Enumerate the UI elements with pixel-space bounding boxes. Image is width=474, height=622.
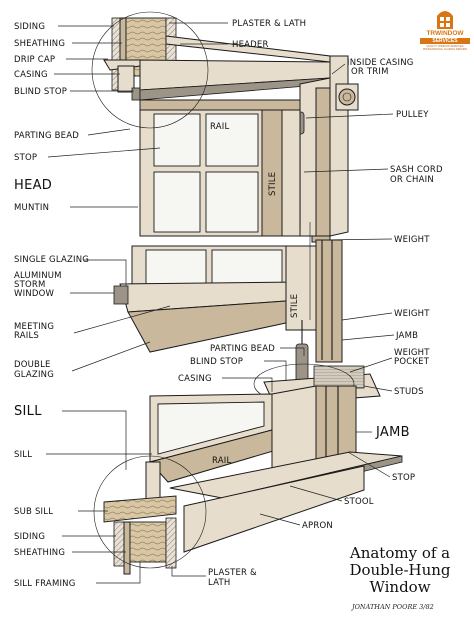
label-meeting-rails-2: RAILS (14, 331, 39, 341)
sill-framing-part (129, 521, 167, 563)
sill-assembly (93, 385, 403, 575)
rosette (338, 88, 356, 106)
apron-part (183, 465, 365, 553)
label-weight-pocket-2: POCKET (394, 357, 430, 367)
label-sill-small: SILL (14, 450, 32, 460)
label-stile-mid: STILE (290, 294, 300, 318)
label-pulley: PULLEY (396, 110, 429, 120)
label-meeting-rails: MEETING (14, 322, 54, 332)
label-inside-casing-2: OR TRIM (351, 67, 389, 77)
artist-signature: JONATHAN POORE 3/82 (352, 603, 434, 611)
label-apron: APRON (302, 521, 333, 531)
logo-tagline: QUALITY WINDOW SERVICES PROFESSIONAL GLA… (422, 45, 468, 51)
label-muntin: MUNTIN (14, 203, 49, 213)
label-aluminum-storm: ALUMINUM (14, 271, 62, 281)
labels: SIDING SHEATHING DRIP CAP CASING BLIND S… (14, 19, 443, 589)
upper-sash-rail (139, 99, 301, 111)
label-plaster-lath-bottom: PLASTER & (208, 568, 257, 578)
label-casing-top: CASING (14, 70, 48, 80)
label-rail-top: RAIL (210, 122, 229, 132)
label-plaster-lath-bottom-2: LATH (208, 578, 230, 588)
mid-pane-2 (211, 249, 283, 285)
label-sub-sill: SUB SILL (14, 507, 53, 517)
upper-pane-4 (205, 171, 259, 233)
label-sash-cord: SASH CORD (390, 165, 443, 175)
meeting-rail-assembly (113, 222, 343, 363)
head-assembly (91, 11, 359, 243)
window-logo-icon (437, 11, 453, 29)
label-jamb-small: JAMB (395, 331, 418, 341)
label-sill-framing: SILL FRAMING (14, 579, 76, 589)
label-double-glazing-2: GLAZING (14, 370, 54, 380)
mid-pane-1 (145, 249, 207, 285)
casing-top-part (117, 65, 135, 93)
label-head: HEAD (14, 178, 52, 193)
label-drip-cap: DRIP CAP (14, 55, 55, 65)
label-sheathing-top: SHEATHING (14, 39, 65, 49)
diagram-title: Anatomy of a Double-Hung Window (330, 545, 470, 596)
head-detail-circle (91, 11, 209, 129)
siding-bottom-layer (113, 521, 125, 567)
inside-casing-part (329, 55, 349, 237)
title-line-1: Anatomy of a (349, 544, 451, 562)
upper-pane-2 (205, 113, 259, 167)
title-line-3: Window (369, 578, 431, 596)
label-weight-mid: WEIGHT (394, 309, 430, 319)
label-siding-top: SIDING (14, 22, 45, 32)
upper-pane-1 (153, 113, 201, 167)
plaster-lath-bottom-layer (165, 517, 177, 569)
label-sill: SILL (14, 404, 42, 419)
blind-stop-top-part (131, 87, 141, 101)
label-blind-stop-top: BLIND STOP (14, 87, 67, 97)
label-stile-top: STILE (268, 172, 278, 196)
label-single-glazing: SINGLE GLAZING (14, 255, 89, 265)
label-siding-bottom: SIDING (14, 532, 45, 542)
label-plaster-lath-top: PLASTER & LATH (232, 19, 306, 29)
label-stop: STOP (14, 153, 37, 163)
label-stop-bottom: STOP (392, 473, 415, 483)
label-double-glazing: DOUBLE (14, 360, 51, 370)
label-sheathing-bottom: SHEATHING (14, 548, 65, 558)
label-header: HEADER (232, 40, 269, 50)
label-jamb-big: JAMB (375, 425, 410, 440)
side-jamb-mid (315, 239, 343, 363)
label-sash-cord-2: OR CHAIN (390, 175, 434, 185)
rosette-inner (342, 92, 352, 102)
label-studs: STUDS (394, 387, 424, 397)
sill-detail-circle (93, 455, 207, 569)
label-rail-bottom: RAIL (212, 456, 231, 466)
label-stool: STOOL (344, 497, 374, 507)
label-weight-top: WEIGHT (394, 235, 430, 245)
company-logo: TRWINDOW SERVICES QUALITY WINDOW SERVICE… (420, 8, 470, 51)
logo-sub: SERVICES (420, 38, 470, 44)
title-line-2: Double-Hung (349, 561, 451, 579)
inside-stop-strip (315, 87, 331, 239)
leader-lines (46, 22, 395, 584)
label-aluminum-storm-3: WINDOW (14, 289, 55, 299)
sheathing-bottom-layer (123, 521, 131, 575)
upper-sash-stile (261, 109, 283, 237)
label-aluminum-storm-2: STORM (14, 280, 46, 290)
label-parting-bead-mid: PARTING BEAD (210, 344, 275, 354)
lower-sash-glass (157, 401, 265, 455)
upper-pane-3 (153, 171, 201, 233)
label-casing-mid: CASING (178, 374, 212, 384)
label-blind-stop-mid: BLIND STOP (190, 357, 243, 367)
label-weight-pocket: WEIGHT (394, 348, 430, 358)
label-parting-bead-top: PARTING BEAD (14, 131, 79, 141)
storm-window-part (113, 285, 129, 305)
label-inside-casing: INSIDE CASING (347, 58, 414, 68)
logo-name: TRWINDOW (426, 30, 464, 37)
sub-sill-part (103, 495, 177, 523)
studs-part (313, 365, 365, 389)
